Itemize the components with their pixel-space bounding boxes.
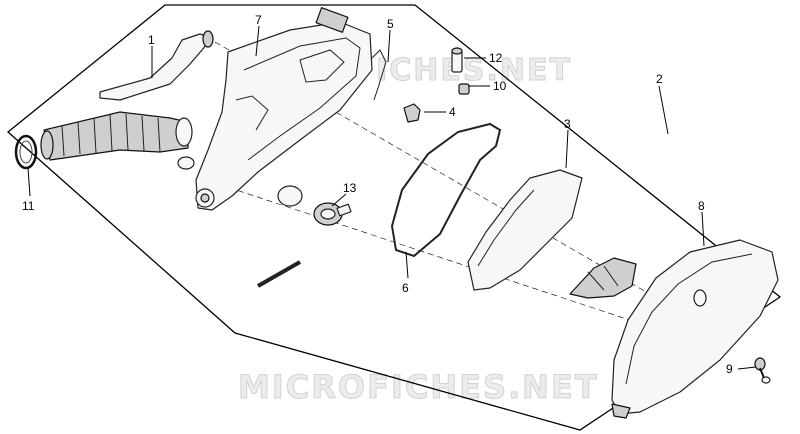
callout-6: 6: [402, 281, 409, 295]
part-7-case: [177, 7, 373, 211]
assembly-boundary: [6, 4, 782, 431]
part-4-cap: [403, 103, 421, 123]
intake-duct: [40, 111, 193, 161]
part-3-filter-element: [467, 169, 583, 291]
callout-2: 2: [656, 72, 663, 86]
callout-8: 8: [698, 199, 705, 213]
part-13-clamp: [313, 202, 352, 226]
callout-9: 9: [726, 362, 733, 376]
watermark-bottom: MICROFICHES.NET: [238, 368, 599, 406]
callout-leaders: [27, 25, 757, 370]
part-1-hose: [99, 30, 214, 101]
part-5-wire: [371, 49, 387, 101]
callout-10: 10: [493, 79, 507, 93]
bushing: [277, 185, 303, 207]
callout-3: 3: [564, 117, 571, 131]
callout-13: 13: [343, 181, 357, 195]
drain-tube: [257, 260, 301, 288]
part-10-plug: [458, 83, 470, 95]
callouts: 1 2 3 4 5 6 7 8 9 10 11 12 13: [22, 13, 733, 376]
intake-funnel: [569, 257, 637, 299]
callout-5: 5: [387, 17, 394, 31]
callout-1: 1: [148, 33, 155, 47]
callout-11: 11: [22, 199, 35, 213]
part-12-fitting: [451, 47, 463, 73]
callout-12: 12: [489, 51, 503, 65]
part-6-gasket: [390, 122, 502, 258]
part-9-screw: [754, 357, 771, 384]
part-8-cover: [611, 239, 779, 419]
callout-4: 4: [449, 105, 456, 119]
callout-7: 7: [255, 13, 262, 27]
part-11-clamp: [14, 134, 38, 170]
